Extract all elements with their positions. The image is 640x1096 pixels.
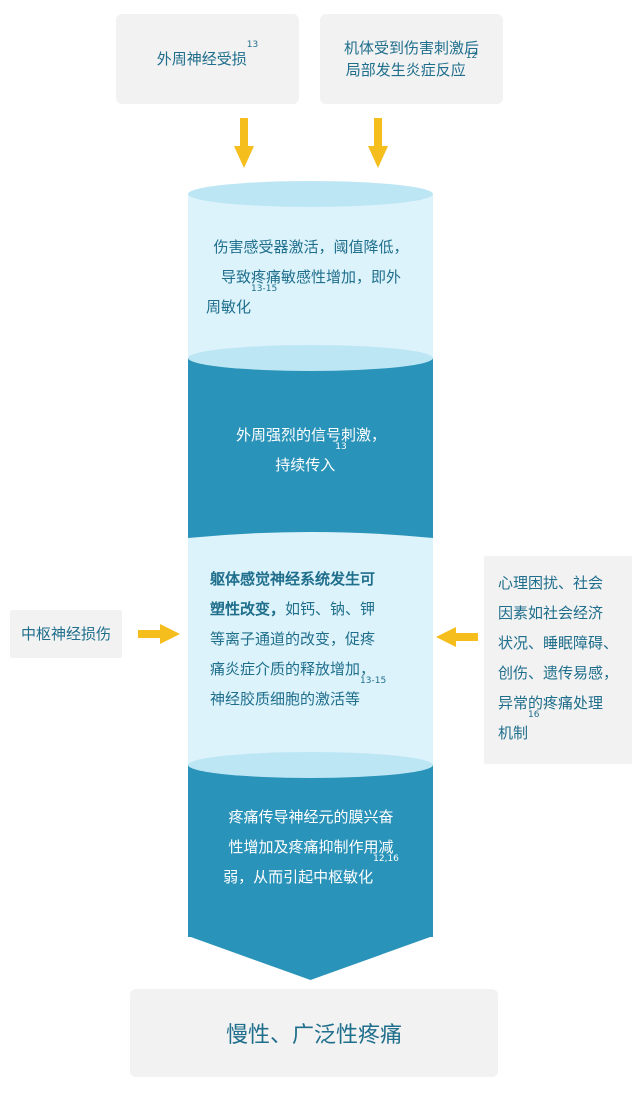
factor-central-nerve-injury: 中枢神经损伤 (10, 610, 122, 658)
stage-plasticity-change: 躯体感觉神经系统发生可 塑性改变，如钙、钠、钾 等离子通道的改变，促疼 痛炎症介… (210, 570, 387, 708)
stage-signal-input: 外周强烈的信号刺激， 持续传入13 (235, 426, 386, 474)
arrow-down-icon (234, 118, 254, 168)
stage-peripheral-sensitization: 伤害感受器激活，阈值降低， 导致疼痛敏感性增加，即外 周敏化13-15 (206, 238, 409, 316)
stage-central-sensitization: 疼痛传导神经元的膜兴奋 性增加及疼痛抑制作用减 弱，从而引起中枢敏化12,16 (223, 808, 399, 886)
cause-box-local-inflammation: 机体受到伤害刺激后 局部发生炎症反应12 (320, 14, 503, 104)
arrow-down-icon (368, 118, 388, 168)
arrow-right-icon (138, 624, 180, 644)
cause-text: 外周神经受损13 (156, 40, 259, 69)
cause-text: 机体受到伤害刺激后 局部发生炎症反应12 (343, 39, 479, 79)
cause-box-peripheral-nerve-injury: 外周神经受损13 (116, 14, 299, 104)
factor-psychosocial: 心理困扰、社会 因素如社会经济 状况、睡眠障碍、 创伤、遗传易感， 异常的疼痛处… (484, 556, 632, 764)
arrow-left-icon (436, 627, 478, 647)
cylinder-top-ellipse (188, 181, 433, 207)
result-chronic-widespread-pain: 慢性、广泛性疼痛 (130, 989, 498, 1077)
